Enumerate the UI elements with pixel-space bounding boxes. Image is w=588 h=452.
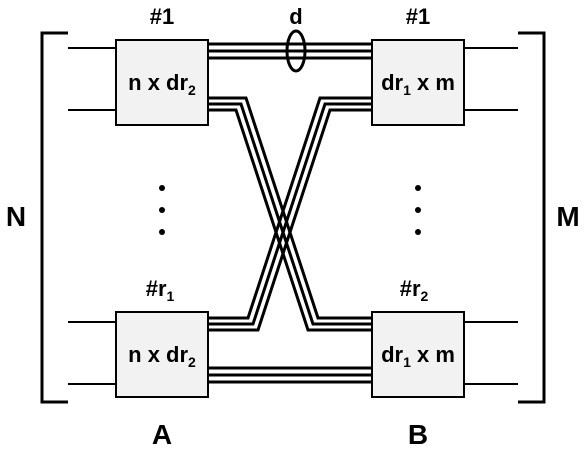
bottom-label-a: A [152, 419, 172, 450]
bottom-link-bundle [208, 366, 372, 384]
module-b-bottom [371, 311, 465, 398]
right-bracket [518, 31, 546, 404]
module-a-top-id: #1 [150, 4, 175, 29]
module-b-top-text: dr1 x m [381, 70, 455, 98]
module-b-top-id: #1 [406, 4, 431, 29]
right-side-label: M [556, 201, 579, 232]
top-link-bundle [208, 42, 372, 60]
module-a-bottom-id: #r1 [146, 276, 175, 304]
link-label-d: d [289, 4, 302, 29]
module-a-top [115, 39, 209, 126]
left-bracket [40, 31, 68, 404]
link-bundle-ring [285, 29, 307, 73]
module-a-bottom [115, 311, 209, 398]
left-side-label: N [6, 201, 26, 232]
module-a-bottom-text: n x dr2 [128, 342, 196, 370]
cross-link-a-bottom-to-b-top [208, 96, 372, 332]
input-lines [68, 47, 116, 385]
module-b-bottom-text: dr1 x m [381, 342, 455, 370]
ellipsis-left [159, 185, 165, 235]
module-b-bottom-id: #r2 [400, 276, 429, 304]
ellipsis-right [415, 185, 421, 235]
module-a-top-text: n x dr2 [128, 70, 196, 98]
module-b-top [371, 39, 465, 126]
cross-link-a-top-to-b-bottom [208, 96, 372, 332]
output-lines [464, 47, 518, 385]
bottom-label-b: B [408, 419, 428, 450]
